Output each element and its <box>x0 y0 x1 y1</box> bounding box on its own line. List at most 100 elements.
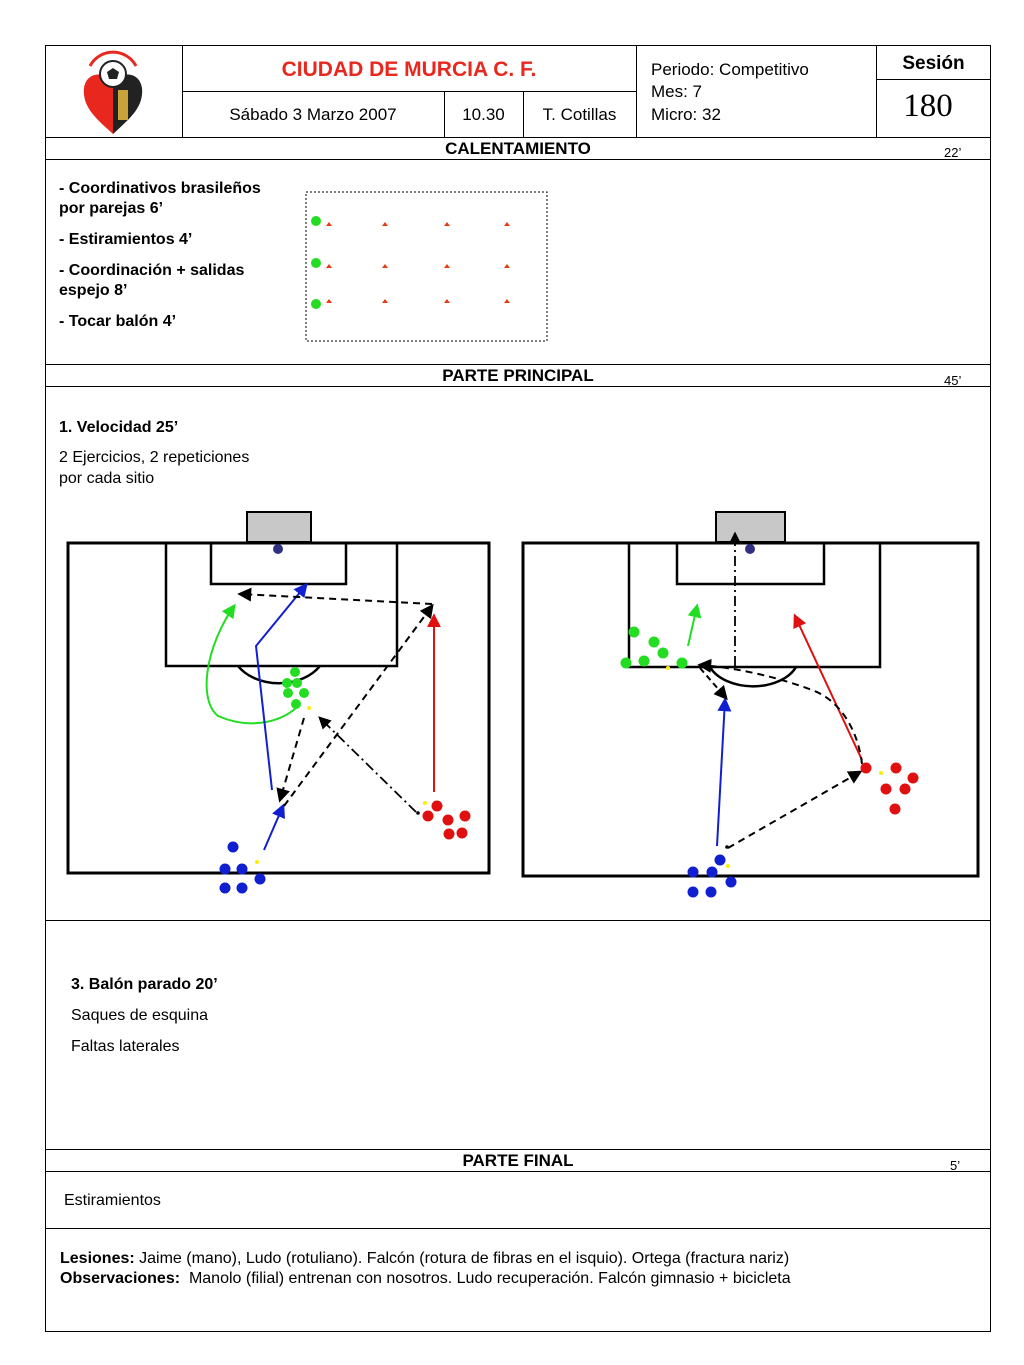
player-red <box>459 810 471 822</box>
exercise-3-line: Saques de esquina <box>71 1007 208 1024</box>
cone <box>326 299 332 303</box>
cone <box>444 222 450 226</box>
pass-dashed <box>697 658 863 765</box>
field-outline <box>66 541 491 875</box>
player-blue <box>706 866 718 878</box>
player-blue <box>236 863 248 875</box>
principal-minutes: 45’ <box>944 373 962 388</box>
player-blue <box>236 882 248 894</box>
player-blue <box>227 841 239 853</box>
logo-tower <box>118 90 128 120</box>
field-diagrams <box>66 511 980 898</box>
pass-dashed <box>237 587 433 605</box>
final-minutes: 5’ <box>950 1158 961 1173</box>
player-green <box>648 636 660 648</box>
mes-label: Mes: 7 <box>651 82 703 101</box>
player-blue <box>219 863 231 875</box>
player-red <box>431 800 443 812</box>
ball <box>666 666 670 670</box>
player-red <box>456 827 468 839</box>
ball <box>307 706 311 710</box>
player-green <box>657 647 669 659</box>
warmup-diagram <box>305 191 548 342</box>
marker-dot <box>725 845 729 849</box>
run-arrow-blue <box>716 697 732 847</box>
goal-area <box>209 541 348 586</box>
player-green <box>299 688 309 698</box>
periodo-label: Periodo: Competitivo <box>651 60 809 79</box>
final-text: Estiramientos <box>64 1192 161 1209</box>
cone <box>382 222 388 226</box>
observaciones-label: Observaciones: <box>60 1270 181 1287</box>
section-divider <box>45 920 991 921</box>
player-red <box>880 783 892 795</box>
left-field <box>66 511 491 894</box>
player-blue <box>705 886 717 898</box>
calentamiento-item: - Estiramientos 4’ <box>59 231 193 248</box>
pass-dashed <box>699 667 728 701</box>
player-green <box>628 626 640 638</box>
header-bottom <box>45 137 991 138</box>
exercise-1-title: 1. Velocidad 25’ <box>59 419 179 436</box>
goal <box>715 511 786 543</box>
sesion-number: 180 <box>903 88 953 124</box>
cone-group <box>326 222 510 303</box>
logo-ball-patch <box>107 68 119 79</box>
ball <box>423 801 427 805</box>
penalty-area <box>164 541 399 668</box>
player-blue <box>219 882 231 894</box>
header-divider <box>876 45 877 137</box>
lesiones-label: Lesiones: <box>60 1250 135 1267</box>
logo-arc <box>88 50 138 67</box>
right-field <box>521 511 980 898</box>
player-red <box>442 814 454 826</box>
player-red <box>422 810 434 822</box>
cone <box>326 264 332 268</box>
calentamiento-minutes: 22’ <box>944 145 962 160</box>
warmup-area <box>305 191 548 342</box>
club-logo <box>83 50 143 134</box>
pass-arrow-blue <box>263 803 285 851</box>
run-arrow-red <box>793 613 863 761</box>
cone <box>382 264 388 268</box>
section-divider <box>45 364 991 365</box>
section-divider <box>45 1171 991 1172</box>
header-divider <box>444 91 445 137</box>
player-red <box>443 828 455 840</box>
exercise-1-line: 2 Ejercicios, 2 repeticiones <box>59 449 250 466</box>
player-red <box>907 772 919 784</box>
goal <box>246 511 312 543</box>
player-blue <box>687 866 699 878</box>
player-blue <box>687 886 699 898</box>
header-divider <box>876 79 991 80</box>
player-green <box>311 299 321 309</box>
run-arrow-green <box>687 603 702 647</box>
session-coach: T. Cotillas <box>542 105 617 124</box>
cone <box>504 299 510 303</box>
player-red <box>889 803 901 815</box>
player-green <box>311 258 321 268</box>
exercise-1-line: por cada sitio <box>59 470 155 487</box>
player-green <box>620 657 632 669</box>
section-divider <box>45 1149 991 1150</box>
logo-shield-left <box>83 74 113 134</box>
goal-area <box>675 541 826 586</box>
player-green <box>292 678 302 688</box>
micro-label: Micro: 32 <box>651 105 721 124</box>
marker-dot <box>416 811 420 815</box>
calentamiento-item: - Coordinación + salidas <box>59 262 245 279</box>
player-green <box>290 667 300 677</box>
calentamiento-item: por parejas 6’ <box>59 200 164 217</box>
cone <box>444 299 450 303</box>
section-divider <box>45 1228 991 1229</box>
lesiones-text: Jaime (mano), Ludo (rotuliano). Falcón (… <box>134 1250 790 1267</box>
goalkeeper <box>745 544 755 554</box>
session-time: 10.30 <box>462 105 505 124</box>
player-green <box>638 655 650 667</box>
player-red <box>890 762 902 774</box>
player-red <box>899 783 911 795</box>
player-blue <box>714 854 726 866</box>
calentamiento-item: - Coordinativos brasileños <box>59 180 261 197</box>
section-divider <box>45 159 991 160</box>
exercise-3-line: Faltas laterales <box>71 1038 180 1055</box>
